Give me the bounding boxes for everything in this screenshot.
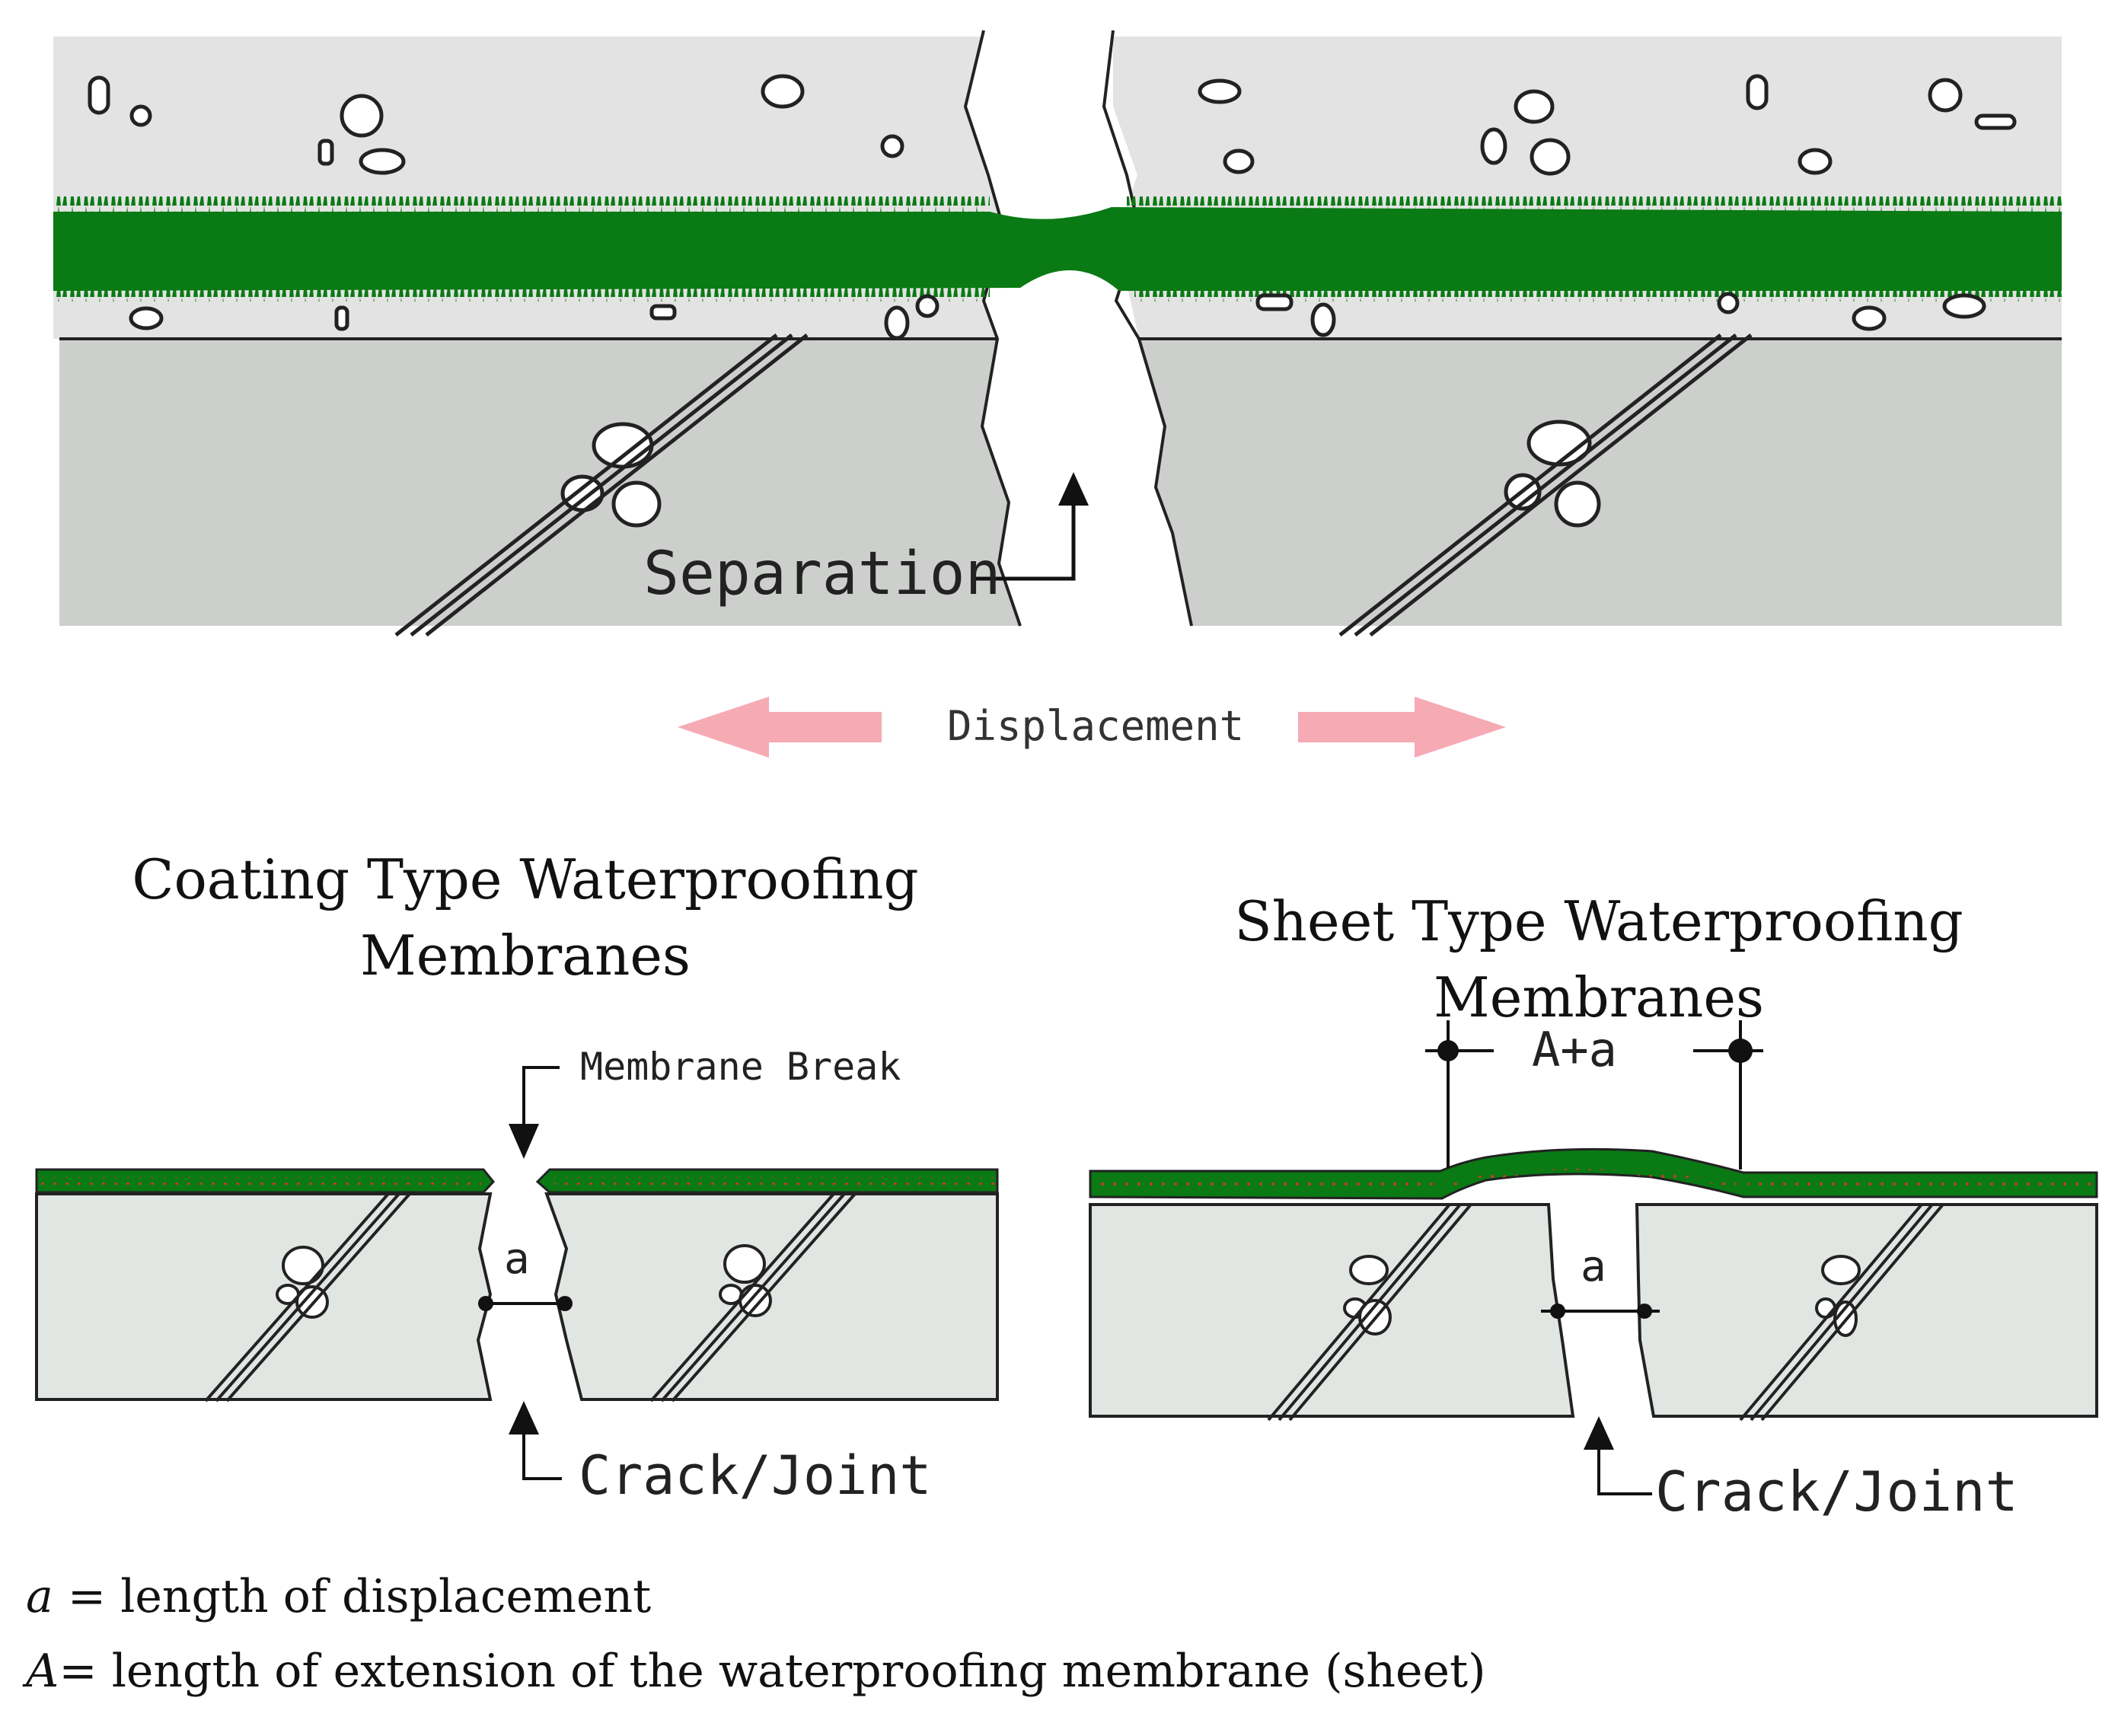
legend-A: A= length of extension of the waterproof…	[26, 1645, 1486, 1698]
sheet-title: Sheet Type Waterproofing Membranes	[1234, 889, 1963, 1029]
separation-arrow	[971, 503, 1076, 581]
legend-a-symbol: a	[26, 1570, 53, 1623]
coating-crack-label: Crack/Joint	[579, 1444, 932, 1507]
separation-label: Separation	[643, 540, 1001, 608]
right-concrete	[1139, 339, 2062, 626]
sheet-crack-label: Crack/Joint	[1655, 1460, 2018, 1524]
coating-crack-arrowhead	[509, 1401, 539, 1434]
legend-a: a = length of displacement	[26, 1570, 651, 1623]
displacement-label: Displacement	[947, 702, 1244, 750]
sheet-slab-right	[1635, 1203, 2098, 1418]
top-diagram: Separation Displacement	[53, 30, 2062, 758]
legend-a-text: = length of displacement	[53, 1570, 652, 1623]
sheet-gap-label: a	[1581, 1242, 1606, 1291]
coating-slab-left	[35, 1192, 493, 1401]
legend-A-text: = length of extension of the waterproofi…	[59, 1645, 1486, 1698]
sheet-slab-left	[1089, 1203, 1575, 1418]
coating-title-line1: Coating Type Waterproofing	[132, 847, 919, 911]
legend-A-symbol: A	[26, 1645, 59, 1698]
coating-diagram: a Membrane Break Crack/Joint	[35, 1045, 999, 1507]
break-label: Membrane Break	[580, 1045, 901, 1089]
sheet-crack-arrowhead	[1584, 1416, 1614, 1450]
sheet-diagram: a A+a Crack/Joint	[1089, 1020, 2098, 1524]
displacement-left-arrow	[678, 697, 882, 758]
crack-left-edge	[963, 30, 1022, 627]
coating-title-line2: Membranes	[360, 924, 691, 988]
top-membrane	[53, 207, 2062, 291]
sheet-membrane	[1089, 1147, 2098, 1200]
coating-title: Coating Type Waterproofing Membranes	[114, 841, 936, 994]
coating-gap-label: a	[504, 1234, 530, 1284]
break-arrowhead	[509, 1124, 539, 1159]
separation-arrowhead	[1058, 472, 1089, 506]
crack-right-edge	[1102, 30, 1193, 627]
coating-slab-right	[544, 1192, 999, 1401]
extension-label: A+a	[1532, 1022, 1617, 1077]
left-concrete	[59, 339, 1020, 626]
displacement-right-arrow	[1298, 697, 1506, 758]
